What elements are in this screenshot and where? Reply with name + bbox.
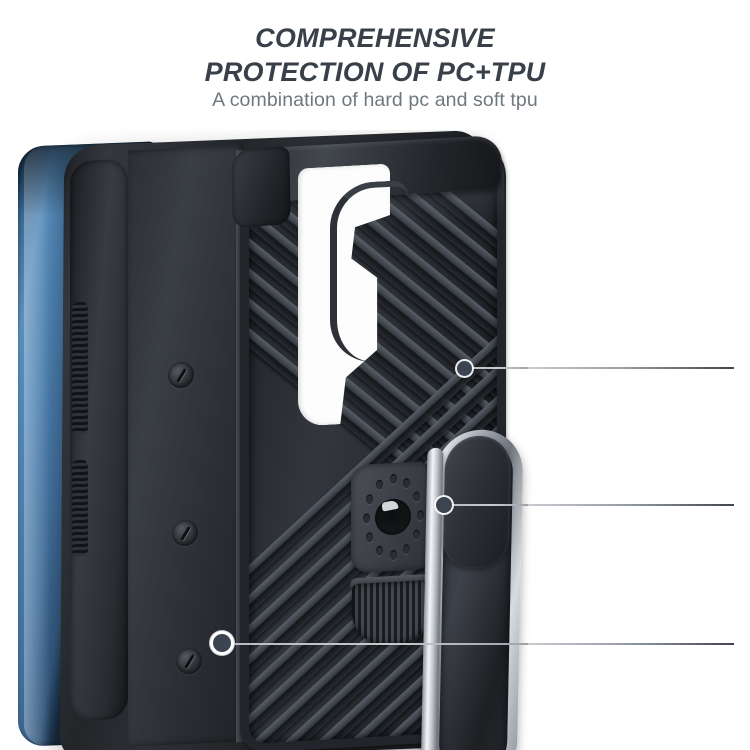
page-title-line-2: PROTECTION OF PC+TPU — [204, 57, 546, 87]
metal-ring-pad — [442, 434, 512, 570]
page-subtitle: A combination of hard pc and soft tpu — [212, 89, 538, 111]
magnetic-plate-dimple — [389, 549, 397, 561]
header: COMPREHENSIVE PROTECTION OF PC+TPU A com… — [0, 0, 750, 130]
case-top-corner-cap — [231, 145, 291, 229]
magnetic-plate-dimple — [412, 491, 420, 502]
callout-underline-pc-hard-shell — [527, 367, 734, 369]
case-grip-texture-upper — [72, 301, 88, 435]
camera-cutout-lip — [330, 179, 408, 365]
callout-leader-line-metal-bracket — [448, 504, 528, 506]
magnetic-plate-dimple — [403, 478, 410, 489]
callout-marker-pc-hard-shell — [457, 361, 472, 376]
callout-underline-tpu-soft-shell — [527, 643, 734, 645]
magnetic-plate-dimple — [362, 513, 370, 524]
magnetic-mount-plate — [351, 460, 435, 574]
callout-underline-metal-bracket — [527, 504, 734, 506]
magnetic-plate-dimple — [403, 543, 410, 555]
case-side-grip-rail — [70, 158, 128, 722]
magnetic-plate-center-hole — [375, 497, 411, 537]
magnetic-plate-dimple — [416, 510, 424, 521]
callout-marker-metal-bracket — [436, 497, 452, 513]
magnetic-plate-dimple — [376, 545, 383, 556]
product-photo — [0, 130, 750, 750]
magnetic-plate-dimple — [366, 494, 374, 505]
callout-marker-tpu-soft-shell — [213, 634, 231, 652]
callout-leader-line-tpu-soft-shell — [229, 643, 528, 645]
callout-leader-line-pc-hard-shell — [464, 367, 528, 369]
magnetic-plate-dimple — [389, 473, 397, 485]
magnetic-plate-dimple — [412, 529, 420, 540]
page-title-line-1: COMPREHENSIVE — [255, 23, 495, 53]
magnetic-plate-dimple — [376, 479, 383, 491]
case-grip-texture-lower — [72, 459, 88, 557]
magnetic-plate-dimple — [366, 532, 374, 543]
